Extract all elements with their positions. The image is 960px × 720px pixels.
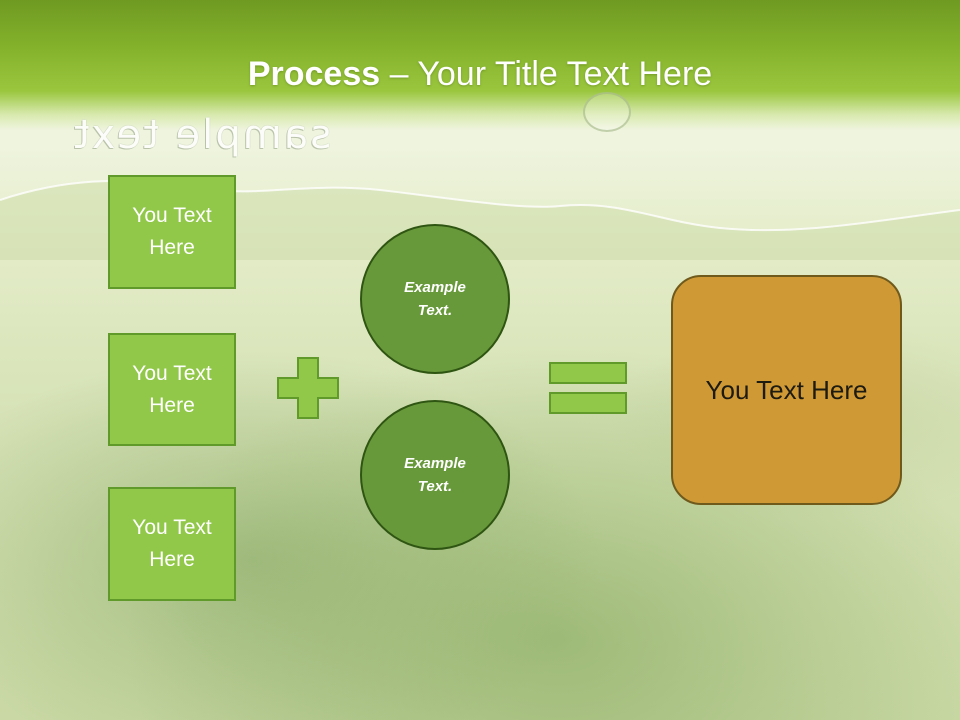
plus-icon (277, 357, 339, 419)
mirrored-watermark: sample text (72, 112, 332, 158)
circle-label: Example Text. (404, 455, 466, 495)
input-box-1[interactable]: You Text Here (108, 175, 236, 289)
page-title: Process – Your Title Text Here (0, 52, 960, 96)
result-label: You Text Here (705, 374, 868, 405)
input-box-3[interactable]: You Text Here (108, 487, 236, 601)
example-circle-2[interactable]: Example Text. (360, 400, 510, 550)
result-box[interactable]: You Text Here (671, 275, 902, 505)
input-box-label: You Text Here (132, 361, 212, 417)
input-box-label: You Text Here (132, 204, 212, 259)
input-box-2[interactable]: You Text Here (108, 333, 236, 446)
water-drop-decoration (583, 92, 631, 132)
title-rest: Your Title Text Here (417, 55, 713, 93)
title-dash: – (380, 55, 418, 93)
equals-icon (549, 362, 627, 414)
circle-label: Example Text. (404, 279, 466, 319)
title-bold: Process (247, 55, 381, 93)
input-box-label: You Text Here (132, 516, 212, 571)
example-circle-1[interactable]: Example Text. (360, 224, 510, 374)
title-bar (0, 0, 960, 130)
